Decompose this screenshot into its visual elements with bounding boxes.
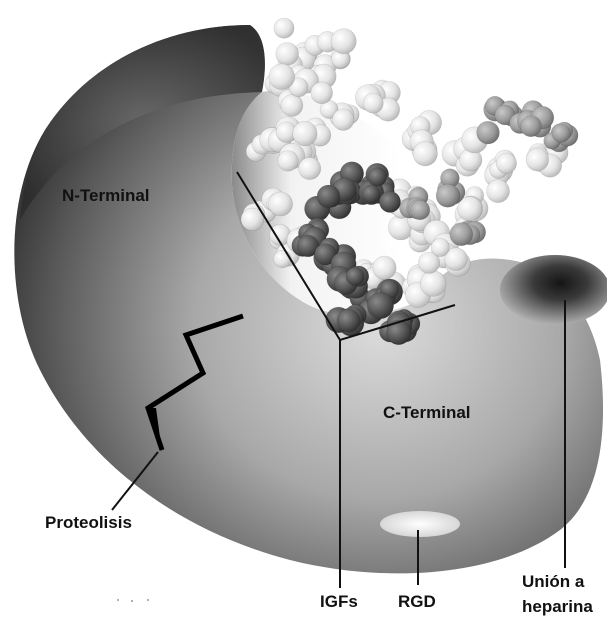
molecule-atom [520, 116, 541, 137]
molecule-atom [436, 184, 459, 207]
molecule-atom [410, 200, 429, 219]
label-c-terminal: C-Terminal [383, 403, 471, 423]
molecule-atom [293, 121, 318, 146]
molecule-atom [413, 142, 437, 166]
molecule-atom [367, 292, 393, 318]
molecule-atom [269, 64, 295, 90]
molecule-atom [331, 29, 356, 54]
label-union-heparina-line1: Unión a [522, 572, 584, 592]
label-proteolisis: Proteolisis [45, 513, 132, 533]
molecule-atom [368, 168, 387, 187]
molecule-atom [299, 157, 321, 179]
molecule-atom [552, 124, 570, 142]
molecule-atom [420, 271, 446, 297]
label-rgd: RGD [398, 592, 436, 612]
molecule-atom [363, 93, 383, 113]
rgd-patch [380, 511, 460, 537]
molecule-atom [281, 94, 303, 116]
heparin-binding-pocket [500, 255, 607, 325]
molecule-atom [450, 223, 473, 246]
molecule-atom [431, 238, 449, 256]
molecule-atom [337, 309, 360, 332]
label-union-heparina-line2: heparina [522, 597, 593, 617]
stray-dot [147, 599, 149, 601]
molecule-atom [317, 185, 340, 208]
molecule-atom [311, 82, 333, 104]
stray-dot [131, 600, 133, 602]
molecule-atom [496, 153, 516, 173]
molecule-atom [346, 267, 364, 285]
molecule-atom [477, 121, 500, 144]
molecule-atom [379, 191, 400, 212]
molecule-atom [276, 43, 299, 66]
molecule-atom [278, 151, 299, 172]
label-n-terminal: N-Terminal [62, 186, 150, 206]
molecule-atom [332, 109, 354, 131]
molecule-atom [274, 18, 294, 38]
label-igfs: IGFs [320, 592, 358, 612]
molecule-atom [269, 192, 293, 216]
molecule-atom [362, 185, 380, 203]
molecule-atom [373, 256, 396, 279]
molecule-atom [274, 250, 292, 268]
molecule-atom [526, 149, 549, 172]
molecule-atom [487, 180, 510, 203]
stray-dot [117, 599, 119, 601]
